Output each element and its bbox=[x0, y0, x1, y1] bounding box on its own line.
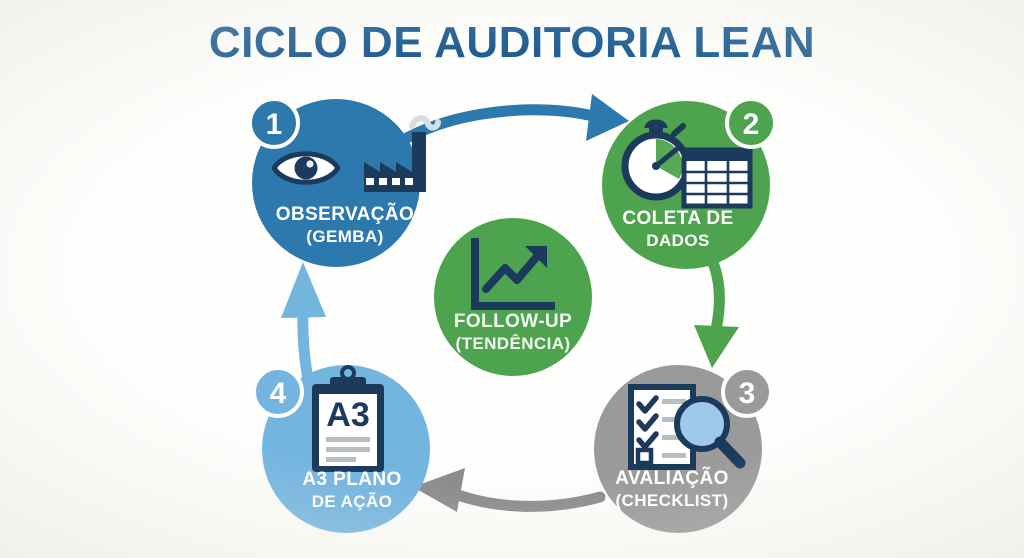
node-follow-up-label-2: (TENDÊNCIA) bbox=[456, 334, 571, 353]
node-a3-plano-de-acao-label-1: A3 PLANO bbox=[302, 469, 401, 490]
eye-icon bbox=[271, 151, 341, 185]
node-observacao-label-2: (GEMBA) bbox=[306, 227, 383, 246]
node-observacao[interactable]: OBSERVAÇÃO (GEMBA) 1 bbox=[248, 97, 441, 267]
node-follow-up-label-1: FOLLOW-UP bbox=[454, 311, 572, 332]
node-avaliacao[interactable]: AVALIAÇÃO (CHECKLIST) 3 bbox=[594, 365, 773, 533]
node-a3-plano-de-acao[interactable]: A3 A3 PLANO DE AÇÃO 4 bbox=[252, 365, 430, 533]
node-coleta-de-dados-label-1: COLETA DE bbox=[622, 208, 733, 229]
node-coleta-de-dados[interactable]: COLETA DE DADOS 2 bbox=[602, 97, 777, 269]
node-a3-plano-de-acao-badge: 4 bbox=[252, 366, 304, 418]
node-observacao-label-1: OBSERVAÇÃO bbox=[276, 203, 414, 225]
node-avaliacao-badge: 3 bbox=[721, 366, 773, 418]
badge-number: 1 bbox=[266, 108, 283, 141]
magnifier-icon bbox=[674, 396, 746, 469]
node-avaliacao-label-2: (CHECKLIST) bbox=[616, 491, 729, 510]
node-avaliacao-label-1: AVALIAÇÃO bbox=[615, 467, 729, 489]
badge-number: 2 bbox=[743, 108, 760, 141]
clipboard-a3-text: A3 bbox=[326, 396, 369, 434]
node-follow-up[interactable]: FOLLOW-UP (TENDÊNCIA) bbox=[434, 218, 592, 376]
node-a3-plano-de-acao-label-2: DE AÇÃO bbox=[312, 491, 393, 511]
factory-icon bbox=[364, 115, 441, 192]
trend-chart-icon bbox=[471, 238, 555, 310]
badge-number: 4 bbox=[270, 377, 287, 410]
node-observacao-badge: 1 bbox=[248, 97, 300, 149]
clipboard-a3-icon: A3 bbox=[312, 365, 384, 472]
arrow-3-to-4 bbox=[413, 468, 606, 512]
node-coleta-de-dados-badge: 2 bbox=[725, 97, 777, 149]
node-observacao-circle[interactable] bbox=[252, 99, 420, 267]
node-coleta-de-dados-label-2: DADOS bbox=[646, 231, 709, 250]
page-title: CICLO DE AUDITORIA LEAN bbox=[208, 18, 816, 67]
badge-number: 3 bbox=[739, 377, 756, 410]
spreadsheet-icon bbox=[681, 147, 753, 209]
